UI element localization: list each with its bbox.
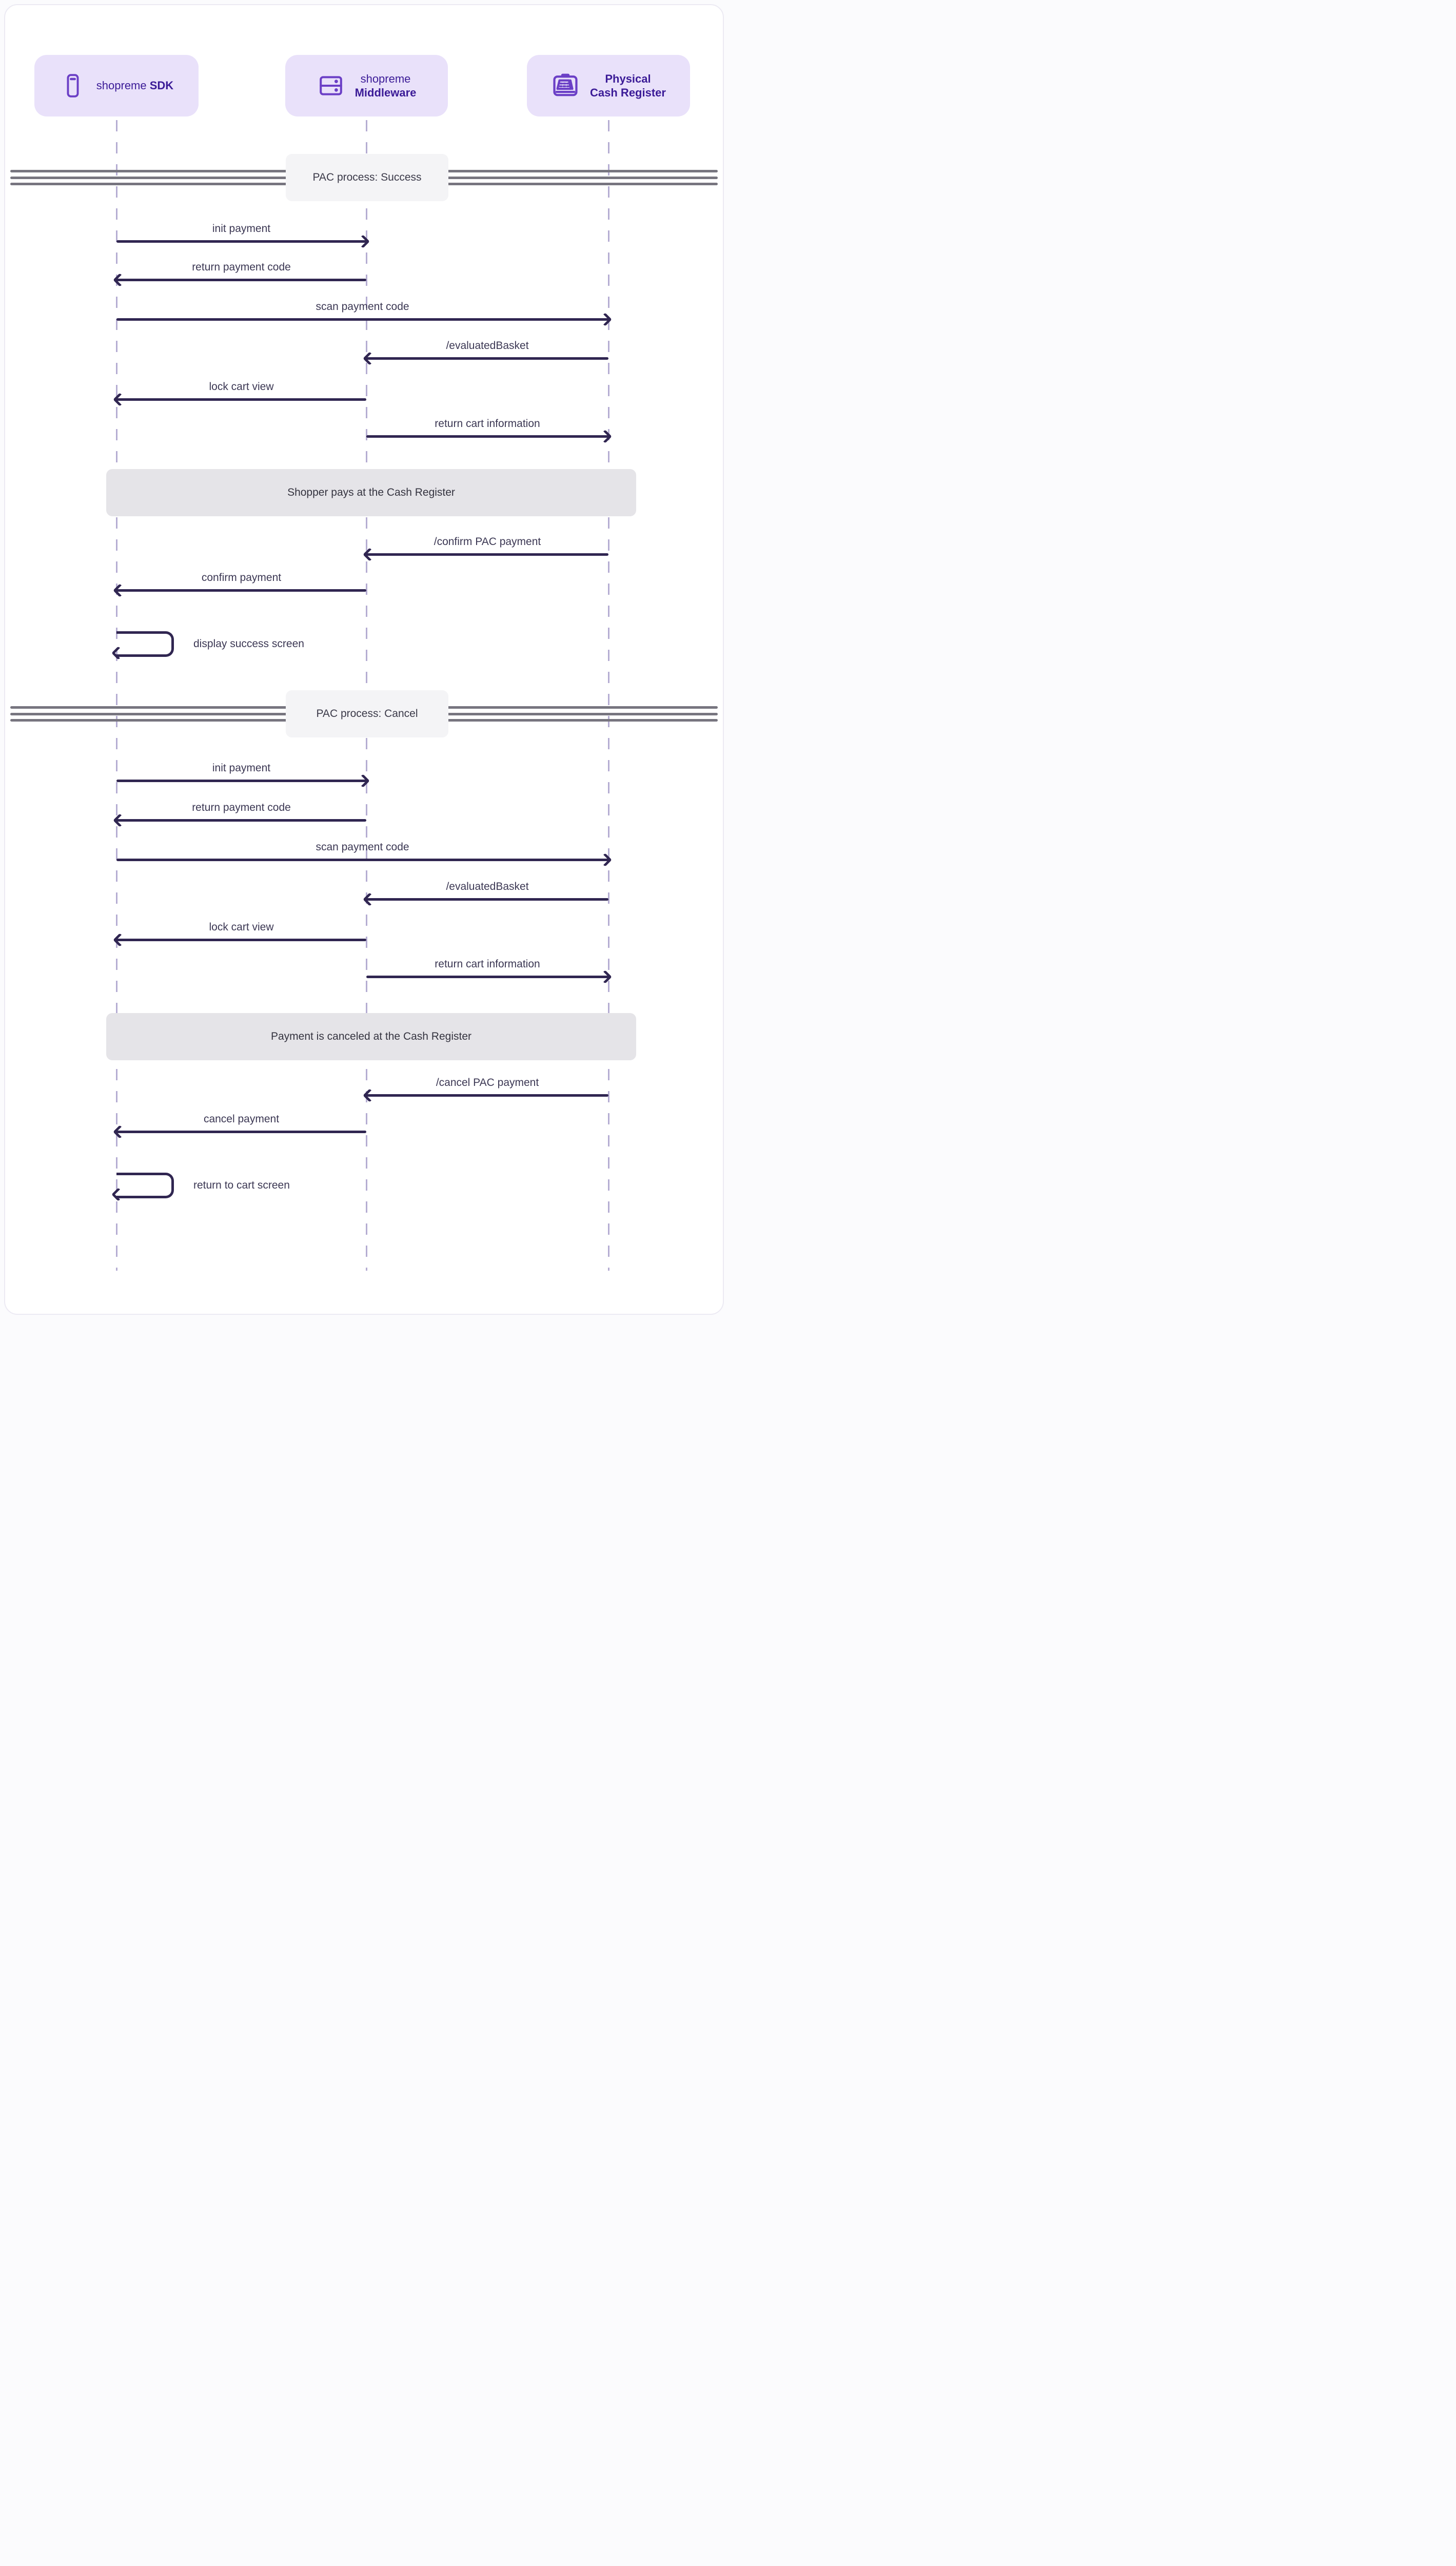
arrow-line [116,278,366,281]
actor-middleware-brand: shopreme [360,72,411,85]
actor-sdk-label: shopreme SDK [96,79,173,93]
message-label: /evaluatedBasket [446,340,529,352]
message-label: /confirm PAC payment [434,536,541,548]
lifeline-sdk [115,120,117,1271]
note-shopper-pays: Shopper pays at the Cash Register [106,469,636,516]
message-label: init payment [212,762,271,774]
message-label: init payment [212,223,271,235]
arrow-line [116,589,366,592]
arrow-line [366,357,608,360]
lifeline-cash-register [607,120,609,1271]
arrow-line [116,398,366,401]
message-label: /evaluatedBasket [446,881,529,892]
message-label: scan payment code [316,301,409,313]
self-message-label: display success screen [193,638,304,650]
actor-sdk-name: SDK [149,79,174,92]
server-icon [319,76,342,95]
arrow-line [116,240,366,243]
message-label: return payment code [192,261,291,273]
message-label: scan payment code [316,841,409,853]
message-label: cancel payment [203,1113,280,1125]
actor-cash-register-line1: Physical [605,72,651,85]
self-message-display-success-screen [111,631,174,660]
arrow-line [116,938,366,941]
message-label: lock cart view [209,381,274,393]
divider-success: PAC process: Success [286,154,448,201]
message-label: confirm payment [201,572,282,584]
arrow-line [116,318,608,321]
message-label: return cart information [435,958,540,970]
message-label: return cart information [435,418,540,430]
arrow-line [366,553,608,556]
self-message-label: return to cart screen [193,1179,290,1191]
divider-cancel-label: PAC process: Cancel [316,708,418,720]
arrow-line [366,975,608,978]
arrow-line [116,858,608,861]
arrow-line [116,1130,366,1133]
arrow-line [366,435,608,438]
actor-cash-register-line2: Cash Register [590,86,666,99]
message-label: return payment code [192,802,291,813]
divider-success-label: PAC process: Success [312,171,422,183]
arrow-line [116,819,366,822]
actor-middleware-name: Middleware [355,86,417,99]
self-message-return-to-cart-screen [111,1173,174,1201]
cash-register-icon [553,73,578,96]
note-payment-canceled: Payment is canceled at the Cash Register [106,1013,636,1060]
note-label: Payment is canceled at the Cash Register [270,1031,472,1042]
message-label: /cancel PAC payment [436,1077,539,1088]
arrow-line [366,1094,608,1097]
smartphone-icon [67,74,79,98]
note-label: Shopper pays at the Cash Register [287,487,455,498]
arrow-line [116,779,366,782]
actor-sdk: shopreme SDK [34,55,199,116]
actor-sdk-brand: shopreme [96,79,147,92]
divider-cancel: PAC process: Cancel [286,690,448,737]
arrow-line [366,898,608,901]
message-label: lock cart view [209,921,274,933]
